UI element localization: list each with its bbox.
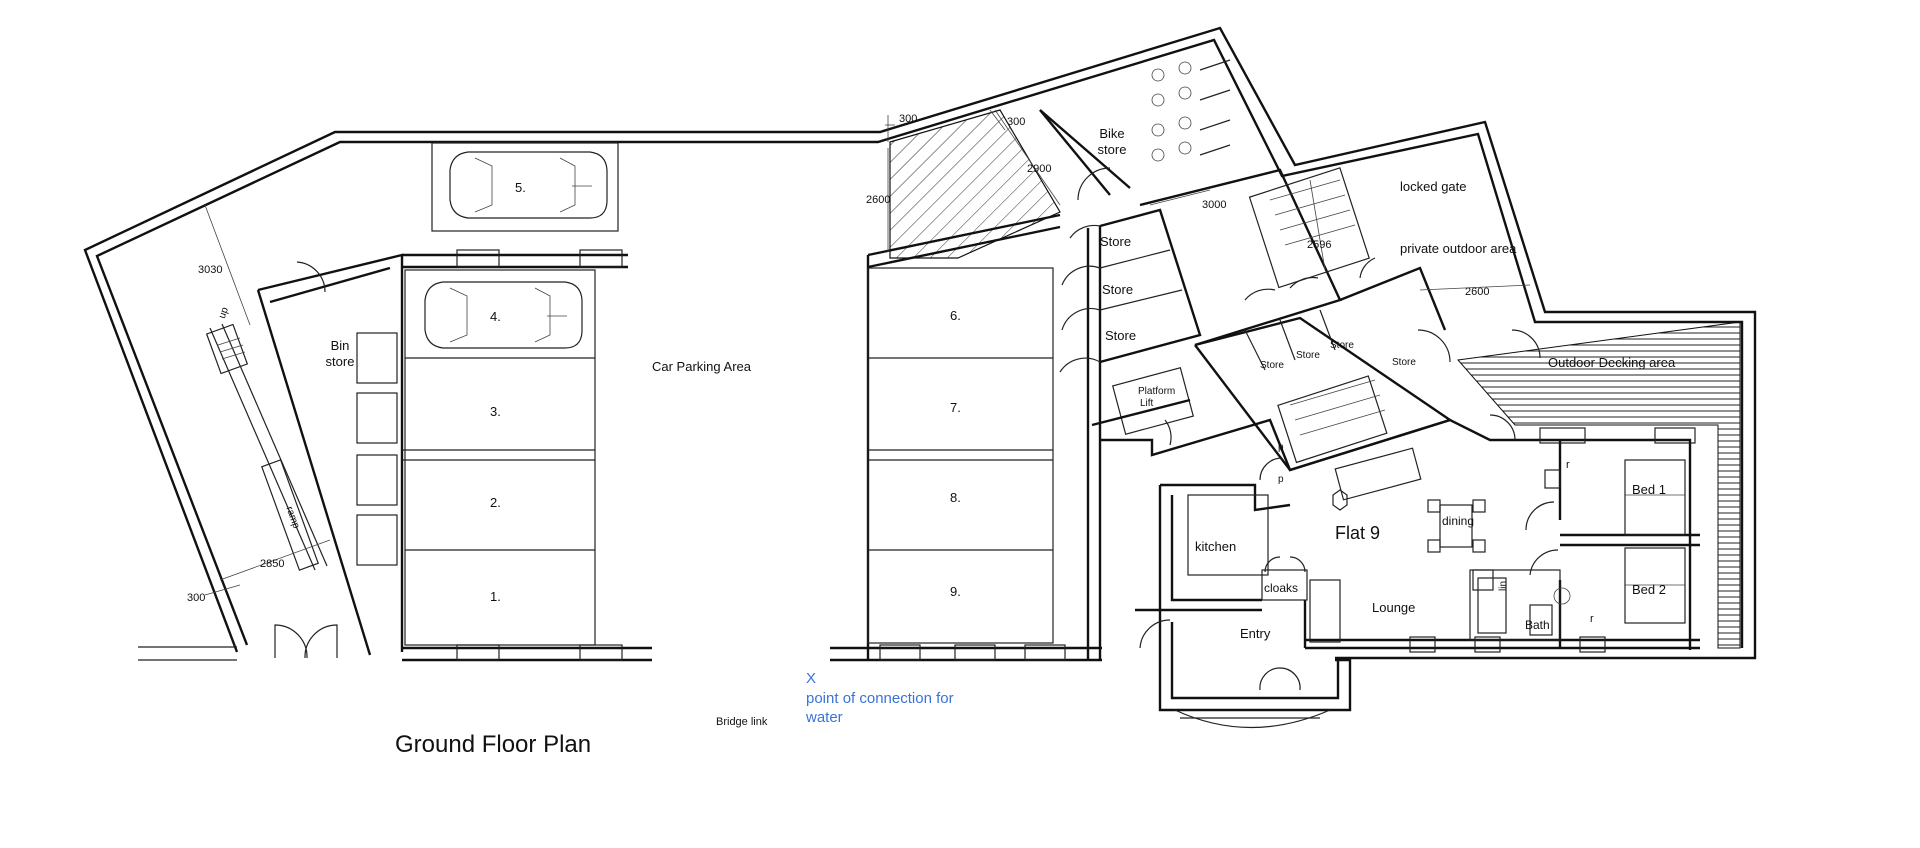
store-units bbox=[1059, 208, 1202, 373]
parking-bay-9: 9. bbox=[950, 584, 961, 599]
parking-bay-6: 6. bbox=[950, 308, 961, 323]
parking-bay-8: 8. bbox=[950, 490, 961, 505]
store-label-7: Store bbox=[1392, 357, 1416, 368]
dimension-label: 2850 bbox=[260, 558, 284, 570]
stair-core bbox=[1139, 167, 1453, 472]
bed-1-label: Bed 1 bbox=[1632, 482, 1666, 497]
dimension-label: 300 bbox=[1007, 116, 1025, 128]
r-label-2: r bbox=[1590, 613, 1594, 625]
store-label-3: Store bbox=[1105, 328, 1136, 343]
dining-label: dining bbox=[1442, 514, 1474, 528]
parking-bay-3: 3. bbox=[490, 404, 501, 419]
water-connection-text-2: water bbox=[805, 709, 843, 726]
parking-bay-1: 1. bbox=[490, 589, 501, 604]
outdoor-decking-label: Outdoor Decking area bbox=[1548, 355, 1676, 370]
parking-bay-7: 7. bbox=[950, 400, 961, 415]
entry-label: Entry bbox=[1240, 626, 1271, 641]
store-label-1: Store bbox=[1100, 234, 1131, 249]
store-label-6: Store bbox=[1330, 340, 1354, 351]
car-icon bbox=[449, 151, 608, 219]
parking-bay-2: 2. bbox=[490, 495, 501, 510]
dimension-lines bbox=[204, 109, 1531, 596]
bike-store-room bbox=[1039, 59, 1231, 201]
kitchen-label: kitchen bbox=[1195, 539, 1236, 554]
parking-bay-5-outline bbox=[431, 142, 619, 232]
dimension-label: 2900 bbox=[1027, 163, 1051, 175]
dimension-label: 2600 bbox=[1465, 286, 1489, 298]
platform-lift bbox=[1091, 367, 1195, 446]
site-boundary bbox=[83, 26, 1757, 660]
parking-bay-4: 4. bbox=[490, 309, 501, 324]
bridge-link-label: Bridge link bbox=[716, 716, 768, 728]
up-label: up bbox=[217, 306, 231, 321]
parking-bay-5: 5. bbox=[515, 180, 526, 195]
cloaks-label: cloaks bbox=[1264, 581, 1298, 595]
bath-label: Bath bbox=[1525, 618, 1550, 632]
locked-gate-label: locked gate bbox=[1400, 179, 1467, 194]
ramp-building bbox=[205, 253, 404, 656]
water-connection-note: X point of connection for water bbox=[805, 670, 954, 726]
outdoor-areas bbox=[1339, 266, 1741, 649]
bridge-link-lines bbox=[138, 646, 237, 661]
dimension-label: 300 bbox=[899, 113, 917, 125]
lounge-label: Lounge bbox=[1372, 600, 1415, 615]
car-icon bbox=[424, 281, 583, 349]
p-label-1: p bbox=[1278, 442, 1284, 453]
dimension-label: 300 bbox=[187, 592, 205, 604]
dimension-label: 3000 bbox=[1202, 199, 1226, 211]
carport-left bbox=[402, 249, 652, 662]
lin-label: lin bbox=[1498, 581, 1509, 591]
store-label-2: Store bbox=[1102, 282, 1133, 297]
p-label-2: p bbox=[1278, 474, 1284, 485]
bed-2-label: Bed 2 bbox=[1632, 582, 1666, 597]
dimension-label: 3030 bbox=[198, 264, 222, 276]
page-title: Ground Floor Plan bbox=[395, 731, 591, 758]
dimension-label: 2596 bbox=[1307, 239, 1331, 251]
r-label-1: r bbox=[1566, 459, 1570, 471]
carport-right bbox=[830, 213, 1102, 662]
site-gate bbox=[274, 624, 338, 659]
store-label-4: Store bbox=[1260, 360, 1284, 371]
store-label-5: Store bbox=[1296, 350, 1320, 361]
car-parking-label: Car Parking Area bbox=[652, 359, 752, 374]
water-connection-marker: X bbox=[806, 670, 816, 687]
flat-9 bbox=[1100, 414, 1700, 728]
dimension-label: 2600 bbox=[866, 194, 890, 206]
flat-9-label: Flat 9 bbox=[1335, 523, 1380, 543]
water-connection-text-1: point of connection for bbox=[806, 690, 954, 707]
private-outdoor-area-label: private outdoor area bbox=[1400, 241, 1517, 256]
hatched-area bbox=[889, 109, 1131, 259]
